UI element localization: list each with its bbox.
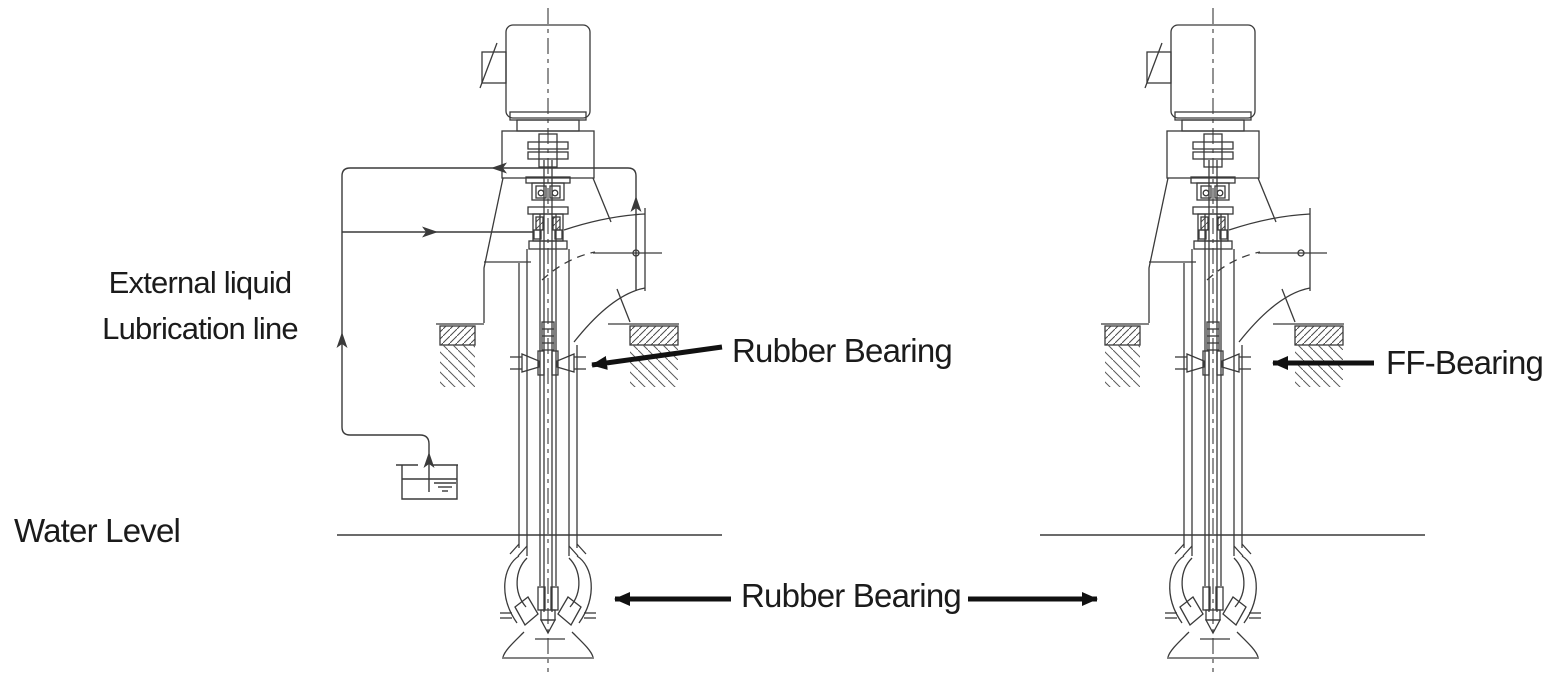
flow-arrow-up-left bbox=[336, 332, 348, 348]
flow-arrow-left bbox=[491, 162, 507, 174]
external-lubrication-label: External liquid Lubrication line bbox=[55, 260, 345, 352]
external-lubrication-label-line2: Lubrication line bbox=[102, 311, 299, 346]
pump-with-external-lubrication bbox=[435, 7, 680, 673]
flow-arrow-right bbox=[422, 226, 438, 238]
external-lubrication-label-line1: External liquid bbox=[108, 265, 293, 300]
external-lubrication-line bbox=[336, 162, 642, 492]
pump-with-ff-bearing bbox=[1100, 7, 1345, 673]
rubber-bearing-mid-label: Rubber Bearing bbox=[732, 332, 953, 369]
flow-arrow-up-discharge bbox=[630, 196, 642, 212]
lubrication-tank bbox=[396, 464, 458, 500]
water-level-label: Water Level bbox=[14, 512, 181, 549]
rubber-bearing-bottom-label: Rubber Bearing bbox=[741, 577, 962, 614]
ff-bearing-label: FF-Bearing bbox=[1386, 344, 1544, 381]
arrow-to-mid-rubber-bearing bbox=[591, 344, 723, 370]
flow-arrow-up-tank bbox=[423, 452, 435, 468]
